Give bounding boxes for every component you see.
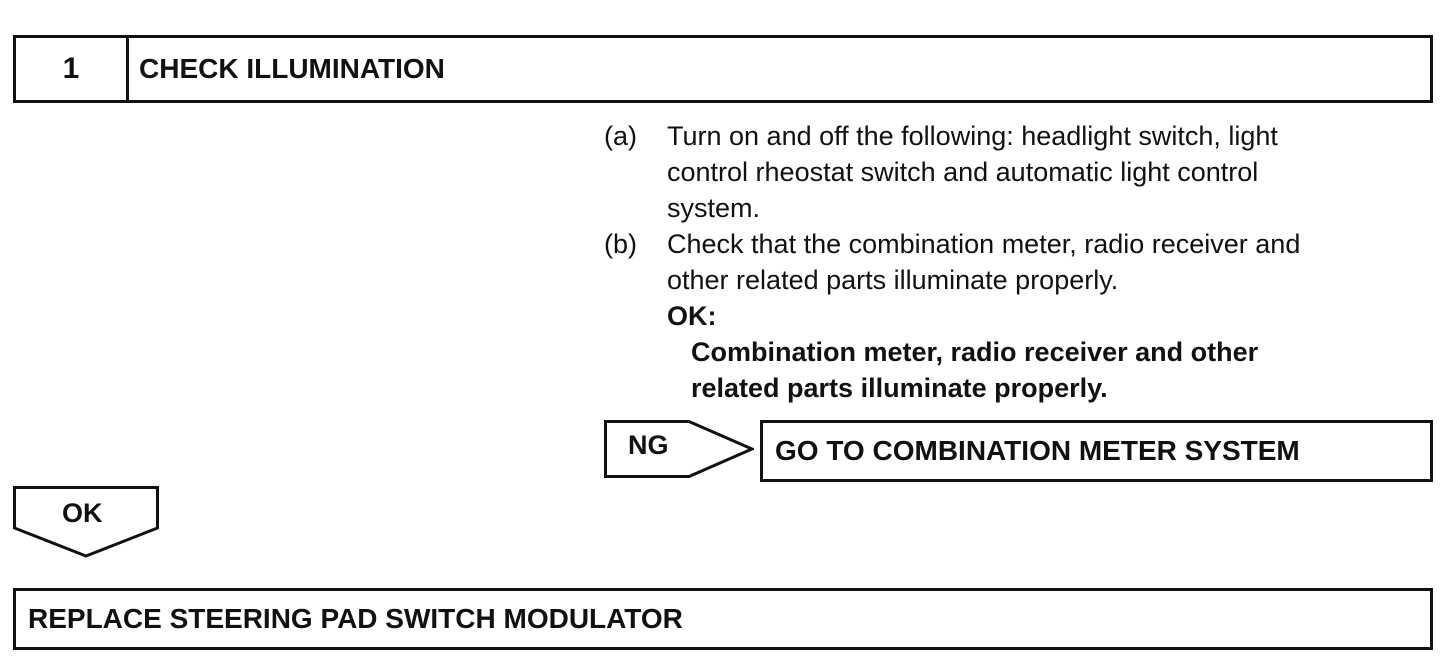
instruction-line: other related parts illuminate properly. (667, 265, 1119, 295)
instruction-line: Turn on and off the following: headlight… (667, 121, 1278, 151)
step-header: 1 CHECK ILLUMINATION (13, 35, 1433, 103)
instruction-letter: (a) (604, 121, 637, 151)
ok-criteria-line: Combination meter, radio receiver and ot… (691, 337, 1259, 367)
final-action-box: REPLACE STEERING PAD SWITCH MODULATOR (13, 588, 1433, 650)
ok-arrow-icon (13, 486, 159, 558)
instruction-line: Check that the combination meter, radio … (667, 229, 1301, 259)
ok-criteria-label: OK: (667, 301, 717, 331)
instructions: (a) Turn on and off the following: headl… (604, 118, 1434, 406)
instruction-text: Check that the combination meter, radio … (667, 226, 1434, 298)
instruction-item-a: (a) Turn on and off the following: headl… (604, 118, 1434, 226)
ng-label: NG (628, 430, 669, 460)
step-number: 1 (16, 38, 129, 100)
instruction-letter: (b) (604, 229, 637, 259)
ng-arrow-icon (604, 420, 754, 478)
ng-result-box: GO TO COMBINATION METER SYSTEM (760, 420, 1433, 482)
step-title: CHECK ILLUMINATION (139, 53, 445, 84)
instruction-line: system. (667, 193, 761, 223)
ok-criteria-line: related parts illuminate properly. (691, 373, 1108, 403)
instruction-item-b: (b) Check that the combination meter, ra… (604, 226, 1434, 298)
instruction-text: Turn on and off the following: headlight… (667, 118, 1434, 226)
instruction-line: control rheostat switch and automatic li… (667, 157, 1259, 187)
ok-arrow-label: OK (62, 498, 103, 528)
